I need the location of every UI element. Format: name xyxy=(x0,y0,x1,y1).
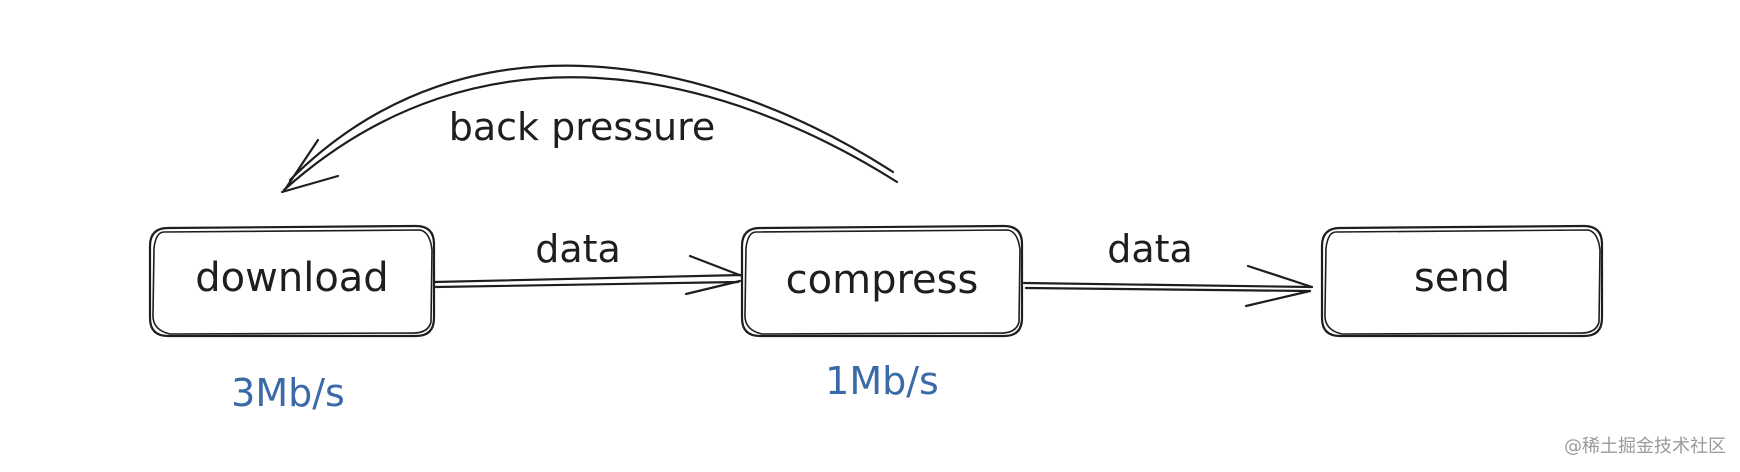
back-pressure-label: back pressure xyxy=(449,105,716,149)
node-send-label: send xyxy=(1414,255,1510,301)
back-pressure-arrow xyxy=(280,64,899,194)
node-download-label: download xyxy=(195,255,388,301)
node-send: send xyxy=(1320,224,1604,338)
watermark-text: @稀土掘金技术社区 xyxy=(1564,436,1726,457)
node-compress: compress xyxy=(740,224,1024,338)
node-compress-label: compress xyxy=(786,257,979,303)
arrow-download-to-compress xyxy=(432,254,744,296)
edge-label-compress-send: data xyxy=(1107,227,1193,271)
arrow-compress-to-send xyxy=(1022,264,1314,308)
node-download: download xyxy=(148,224,436,338)
compress-rate-label: 1Mb/s xyxy=(825,359,939,403)
edge-label-download-compress: data xyxy=(535,227,621,271)
download-rate-label: 3Mb/s xyxy=(231,371,345,415)
